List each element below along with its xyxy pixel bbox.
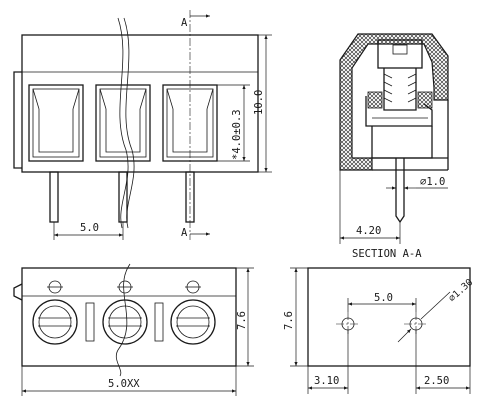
section-mark-top: A [181, 17, 188, 29]
window-dimension: *4.0±0.3 [231, 109, 243, 160]
clamp-opening-2 [95, 84, 151, 162]
screw-head-1 [32, 299, 78, 345]
hole-pitch-dimension: 5.0 [374, 292, 393, 304]
clamp-opening-1 [28, 84, 84, 162]
screw-head-3 [170, 299, 216, 345]
height-dimension: 10.0 [253, 90, 265, 115]
break-line [117, 17, 129, 229]
footprint-outline [307, 267, 471, 367]
pin-diameter-dimension: ∅1.0 [420, 176, 445, 188]
front-body-left-tab [13, 71, 22, 169]
top-view: 5.0XX 7.6 [13, 263, 254, 396]
screw-shank [383, 68, 417, 111]
pitch-dimension: 5.0 [80, 222, 99, 234]
screw-head [377, 39, 423, 69]
left-offset-dimension: 3.10 [314, 375, 339, 387]
section-caption: SECTION A-A [352, 248, 422, 260]
top-break-line [115, 263, 131, 377]
separator-slot-2 [154, 302, 164, 342]
section-pin [395, 158, 405, 224]
clamp-nut-left [367, 91, 383, 109]
section-mark-bottom: A [181, 227, 188, 239]
housing-hatched-section [339, 33, 449, 171]
separator-slot-1 [85, 302, 95, 342]
pin-offset-dimension: 4.20 [356, 225, 381, 237]
clamp-nut-right [417, 91, 433, 109]
front-view: A A 5.0 10.0 *4.0±0.3 [13, 10, 272, 240]
pin-1 [49, 171, 59, 223]
depth-dimension: 7.6 [236, 311, 248, 330]
top-body-outline [21, 267, 237, 367]
section-view: ∅1.0 4.20 SECTION A-A [339, 33, 449, 260]
hole-diameter-dimension: ∅1.30 [447, 277, 476, 304]
pin-2 [118, 171, 128, 223]
screw-slot [392, 44, 408, 55]
break-line-2 [123, 17, 135, 229]
pcb-footprint-view: 5.0 ∅1.30 7.6 3.10 2.50 [283, 267, 476, 394]
footprint-depth-dimension: 7.6 [283, 311, 295, 330]
hole-diameter-leader [420, 291, 451, 320]
inner-cavity [371, 126, 433, 159]
screw-head-2 [102, 299, 148, 345]
right-offset-dimension: 2.50 [424, 375, 449, 387]
total-length-dimension: 5.0XX [108, 378, 140, 390]
screw-thread [383, 73, 417, 103]
top-body-left-tab [13, 283, 23, 301]
front-body-outline [21, 34, 259, 173]
